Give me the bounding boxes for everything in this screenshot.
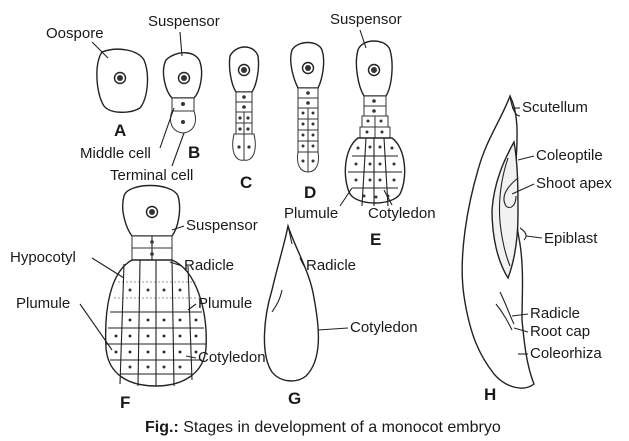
radicle-label-g: Radicle xyxy=(306,257,356,274)
radicle-label-h: Radicle xyxy=(530,305,580,322)
caption-prefix: Fig.: xyxy=(145,419,179,436)
coleorhiza-label: Coleorhiza xyxy=(530,345,602,362)
stage-letter-e: E xyxy=(370,230,381,249)
stage-letter-a: A xyxy=(114,121,126,140)
embryo-globe-e xyxy=(345,138,404,203)
oospore-label: Oospore xyxy=(46,25,104,42)
stage-letter-g: G xyxy=(288,389,301,408)
stage-c: C xyxy=(229,47,258,192)
stage-letter-h: H xyxy=(484,385,496,404)
cotyledon-label-e: Cotyledon xyxy=(368,205,436,222)
terminal-cell-label: Terminal cell xyxy=(110,167,193,184)
stage-d: D xyxy=(291,43,324,203)
stage-a: Oospore A xyxy=(46,25,147,140)
suspensor-label-f: Suspensor xyxy=(186,217,258,234)
stage-h: Scutellum Coleoptile Shoot apex Epiblast… xyxy=(462,96,612,404)
embryo-outline-g xyxy=(264,226,318,381)
root-cap-label: Root cap xyxy=(530,323,590,340)
coleoptile-label: Coleoptile xyxy=(536,147,603,164)
stage-g: Radicle Cotyledon G xyxy=(264,226,417,408)
suspensor-cell-b xyxy=(164,53,202,98)
shoot-apex-label: Shoot apex xyxy=(536,175,612,192)
scutellum-label: Scutellum xyxy=(522,99,588,116)
suspensor-label-e: Suspensor xyxy=(330,11,402,28)
figure-caption: Fig.: Stages in development of a monocot… xyxy=(145,419,501,436)
stage-letter-f: F xyxy=(120,393,130,412)
caption-text: Stages in development of a monocot embry… xyxy=(179,419,501,436)
oospore-cell xyxy=(97,49,148,112)
radicle-label-f: Radicle xyxy=(184,257,234,274)
cotyledon-label-g: Cotyledon xyxy=(350,319,418,336)
stage-letter-c: C xyxy=(240,173,252,192)
middle-cell-label: Middle cell xyxy=(80,145,151,162)
plumule-label-f-right: Plumule xyxy=(198,295,252,312)
oospore-nucleus xyxy=(117,75,123,81)
stage-f: Suspensor Hypocotyl Radicle Plumule Plum… xyxy=(10,186,266,413)
plumule-label-e: Plumule xyxy=(284,205,338,222)
epiblast-label: Epiblast xyxy=(544,230,598,247)
stage-letter-b: B xyxy=(188,143,200,162)
cotyledon-label-f: Cotyledon xyxy=(198,349,266,366)
stage-letter-d: D xyxy=(304,183,316,202)
suspensor-label-b: Suspensor xyxy=(148,13,220,30)
plumule-label-f-left: Plumule xyxy=(16,295,70,312)
hypocotyl-label: Hypocotyl xyxy=(10,249,76,266)
